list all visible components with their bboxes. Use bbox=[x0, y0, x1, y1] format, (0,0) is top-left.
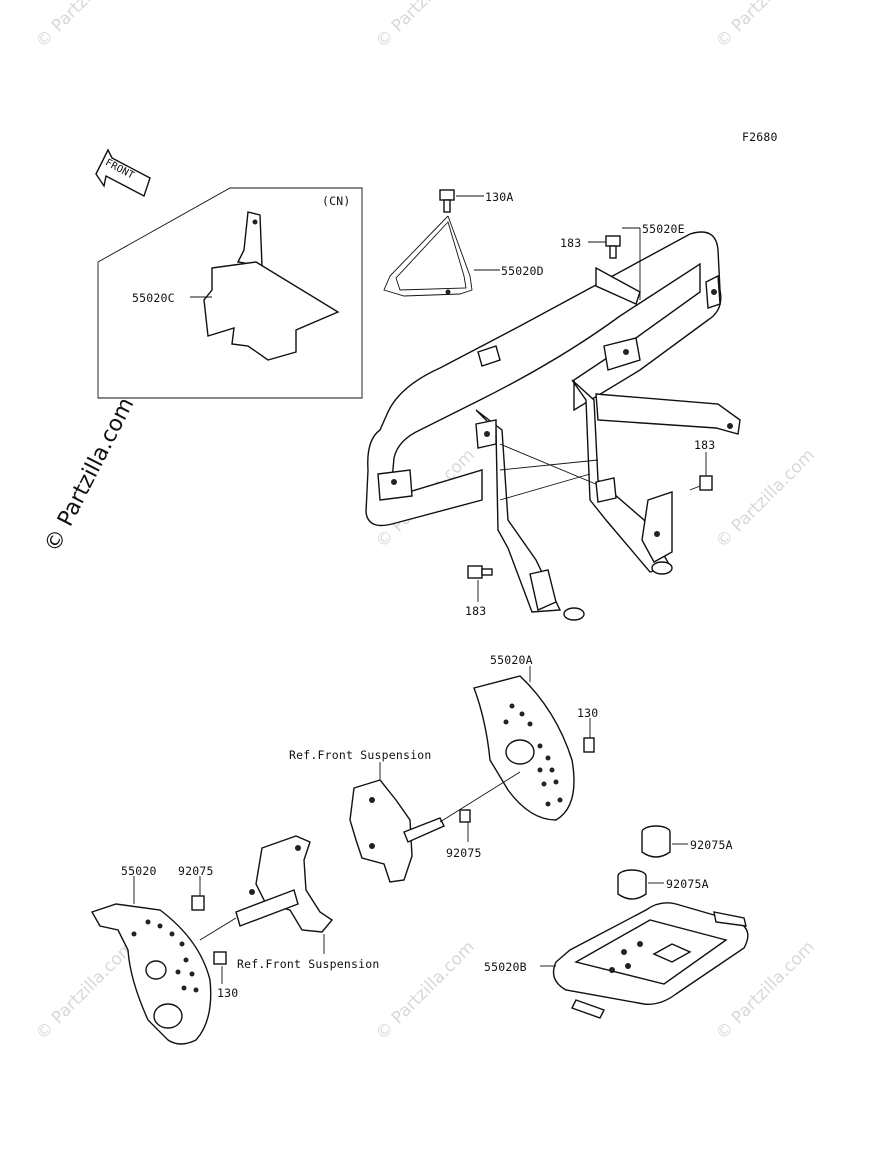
bolt-183-bottom bbox=[467, 565, 493, 579]
bushing-92075-mid bbox=[459, 809, 471, 823]
skid-plate-55020b bbox=[552, 902, 749, 1019]
inset-box bbox=[97, 187, 363, 399]
part-label-55020[interactable]: 55020 bbox=[121, 864, 157, 878]
frame-55020e bbox=[365, 231, 741, 621]
ref-front-suspension-bottom[interactable]: Ref.Front Suspension bbox=[237, 957, 380, 971]
knuckle-top bbox=[349, 771, 521, 883]
part-label-183-bottom[interactable]: 183 bbox=[465, 604, 487, 618]
knuckle-bottom bbox=[199, 835, 334, 941]
part-label-55020b[interactable]: 55020B bbox=[484, 960, 527, 974]
bolt-130a bbox=[439, 189, 455, 213]
ref-front-suspension-top[interactable]: Ref.Front Suspension bbox=[289, 748, 432, 762]
front-arrow-icon bbox=[95, 148, 151, 198]
bolt-130-left bbox=[213, 951, 227, 965]
part-label-183-right[interactable]: 183 bbox=[694, 438, 716, 452]
skid-plate-55020 bbox=[90, 903, 212, 1045]
part-label-130-left[interactable]: 130 bbox=[217, 986, 239, 1000]
part-label-92075a-bottom[interactable]: 92075A bbox=[666, 877, 709, 891]
leader-lines bbox=[133, 195, 707, 984]
bolt-130-right bbox=[583, 737, 595, 753]
part-label-55020e[interactable]: 55020E bbox=[642, 222, 685, 236]
part-label-55020d[interactable]: 55020D bbox=[501, 264, 544, 278]
part-label-183-top[interactable]: 183 bbox=[560, 236, 582, 250]
part-label-55020c[interactable]: 55020C bbox=[132, 291, 175, 305]
bushing-92075a-bottom bbox=[617, 869, 647, 900]
bushing-92075-left bbox=[191, 895, 205, 911]
part-label-92075-mid[interactable]: 92075 bbox=[446, 846, 482, 860]
bolt-183-right bbox=[689, 475, 713, 491]
guard-55020c bbox=[203, 211, 340, 361]
part-label-130-right[interactable]: 130 bbox=[577, 706, 599, 720]
diagram-code: F2680 bbox=[742, 130, 778, 144]
inset-label: (CN) bbox=[322, 194, 351, 208]
bushing-92075a-top bbox=[641, 825, 671, 858]
bracket-55020d bbox=[383, 215, 473, 297]
part-label-130a[interactable]: 130A bbox=[485, 190, 514, 204]
part-label-92075a-top[interactable]: 92075A bbox=[690, 838, 733, 852]
skid-plate-55020a bbox=[473, 675, 575, 821]
bolt-183-top bbox=[605, 235, 621, 259]
part-label-55020a[interactable]: 55020A bbox=[490, 653, 533, 667]
part-label-92075-left[interactable]: 92075 bbox=[178, 864, 214, 878]
